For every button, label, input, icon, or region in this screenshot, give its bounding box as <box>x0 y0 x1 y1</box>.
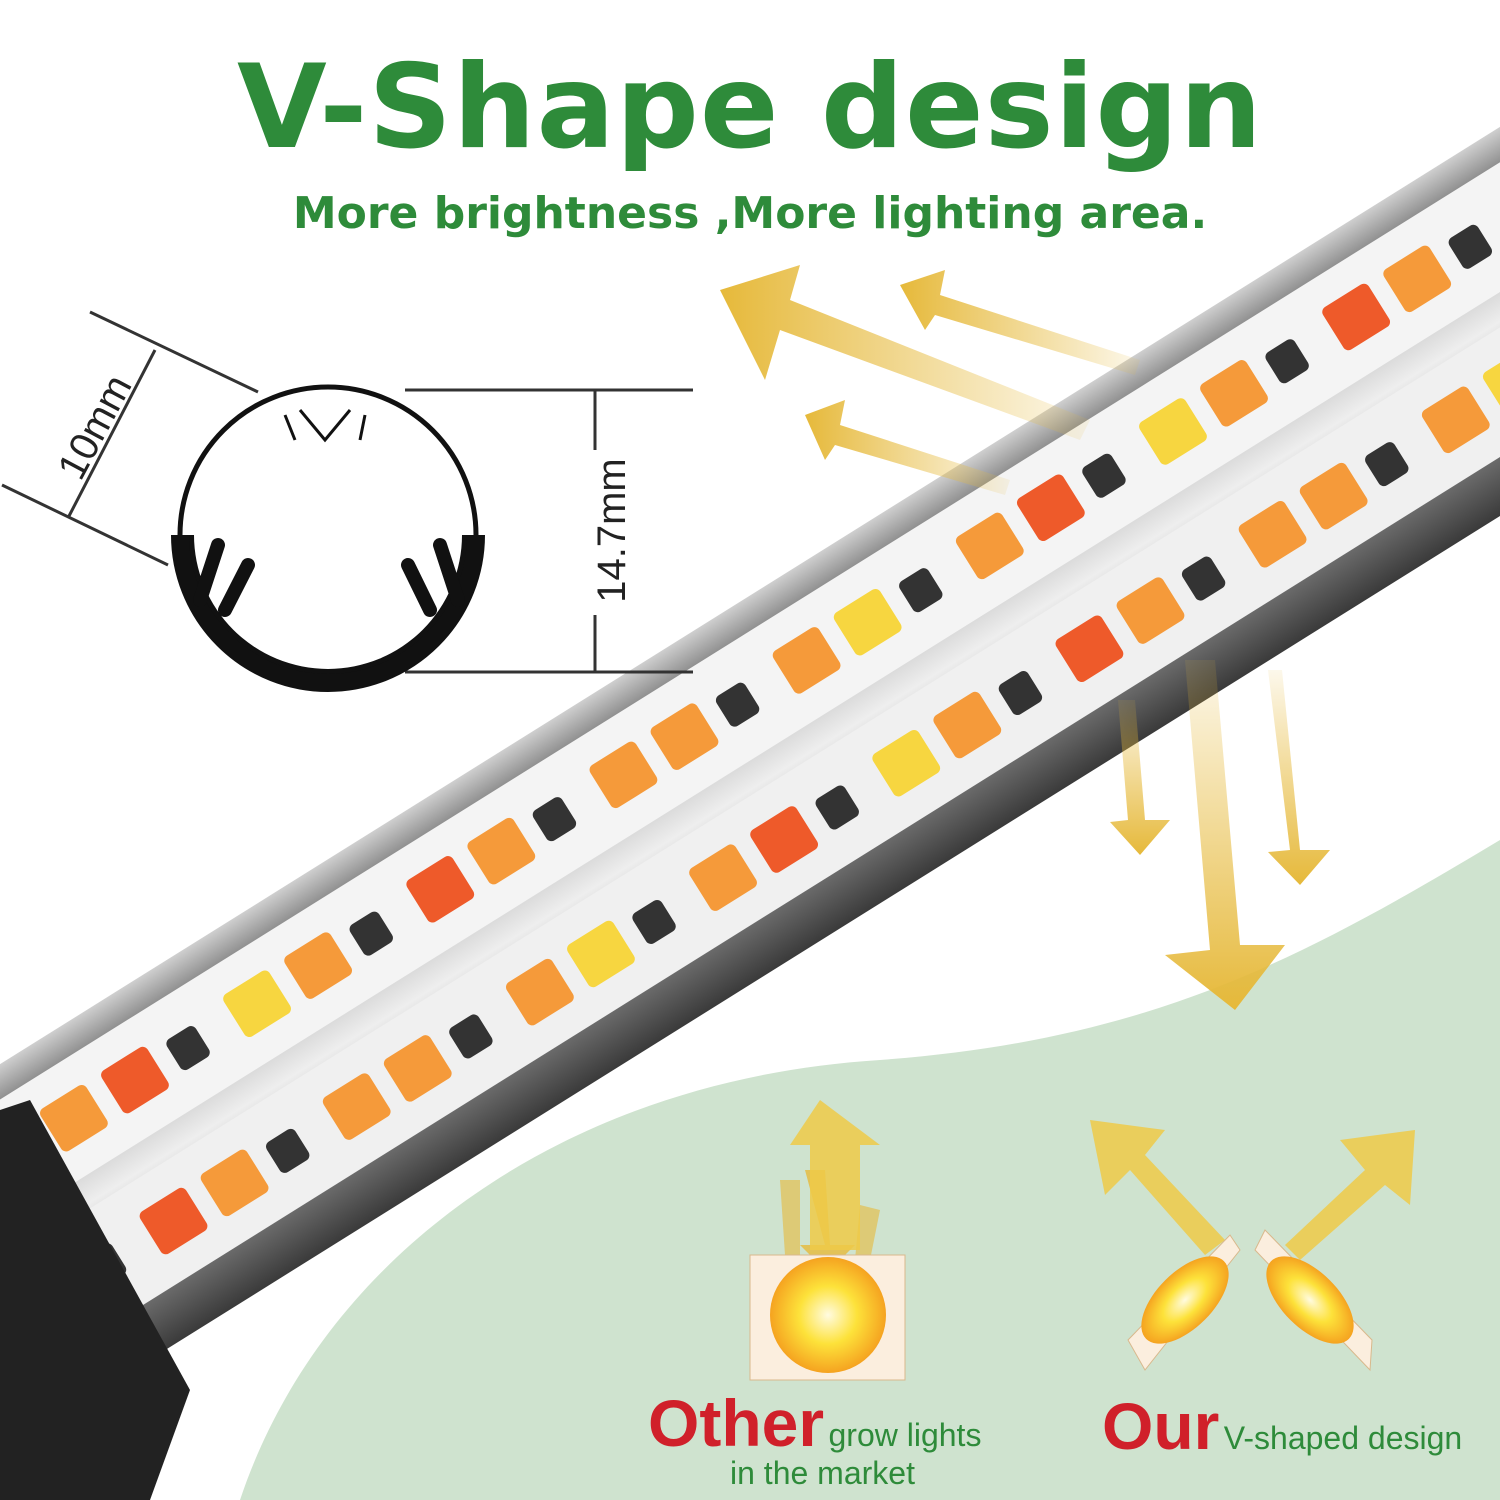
led-chip <box>650 703 719 770</box>
led-chip <box>406 856 475 923</box>
led-chip <box>101 1046 169 1114</box>
page-subtitle: More brightness ,More lighting area. <box>292 188 1208 239</box>
led-chip <box>1116 577 1185 644</box>
other-text-line1: grow lights <box>828 1417 982 1453</box>
led-light-bar <box>0 95 1500 1428</box>
height-dimension-label: 14.7mm <box>589 458 634 603</box>
led-chip <box>1238 501 1307 568</box>
led-chip <box>772 627 841 694</box>
led-chip <box>223 970 291 1037</box>
led-chip <box>933 691 1002 759</box>
other-highlight: Other <box>648 1386 825 1460</box>
other-caption: Other grow lights <box>648 1385 981 1461</box>
led-chip <box>1383 245 1452 313</box>
led-chip <box>383 1035 452 1102</box>
led-chip <box>200 1149 269 1217</box>
bar-end-cap <box>0 1100 190 1500</box>
driver-chip <box>1265 339 1309 384</box>
our-caption: Our V-shaped design <box>1102 1388 1462 1464</box>
driver-chip <box>449 1014 493 1059</box>
cross-section-diagram <box>1 310 693 692</box>
driver-chip <box>1181 556 1226 601</box>
led-chip <box>1421 386 1490 454</box>
driver-chip <box>715 682 760 727</box>
driver-chip <box>1365 442 1409 487</box>
upward-light-arrows <box>720 265 1140 495</box>
led-chip <box>872 729 941 797</box>
led-chip <box>1055 615 1124 682</box>
driver-chip <box>998 671 1043 716</box>
led-chip <box>284 932 353 999</box>
page-title: V-Shape design <box>236 40 1264 175</box>
led-chip <box>139 1187 208 1255</box>
led-chip <box>1322 283 1391 351</box>
led-chip <box>322 1073 391 1140</box>
driver-chip <box>899 568 943 613</box>
led-chip <box>955 512 1024 580</box>
driver-chip <box>1448 224 1493 269</box>
led-chip <box>506 958 574 1026</box>
driver-chip <box>1082 453 1126 498</box>
led-chip <box>467 817 536 885</box>
our-v-led-illustration <box>1090 1120 1415 1372</box>
led-chip <box>833 588 902 656</box>
other-text-line2: in the market <box>730 1455 915 1491</box>
downward-light-arrows <box>1110 660 1330 1010</box>
driver-chip <box>266 1128 310 1173</box>
led-chip <box>40 1084 108 1152</box>
other-led-illustration <box>749 1100 906 1381</box>
driver-chip <box>532 797 577 842</box>
led-chip <box>1299 462 1368 530</box>
our-text: V-shaped design <box>1223 1420 1463 1456</box>
led-chip <box>1016 474 1085 541</box>
driver-chip <box>349 911 393 956</box>
led-chip <box>689 844 757 911</box>
led-chip <box>567 920 635 988</box>
led-chip <box>1139 398 1207 465</box>
driver-chip <box>815 785 859 830</box>
led-chip <box>750 806 819 873</box>
driver-chip <box>632 899 676 944</box>
our-highlight: Our <box>1102 1389 1220 1463</box>
led-chip <box>1200 360 1268 427</box>
led-chip <box>589 741 658 809</box>
driver-chip <box>166 1026 210 1071</box>
